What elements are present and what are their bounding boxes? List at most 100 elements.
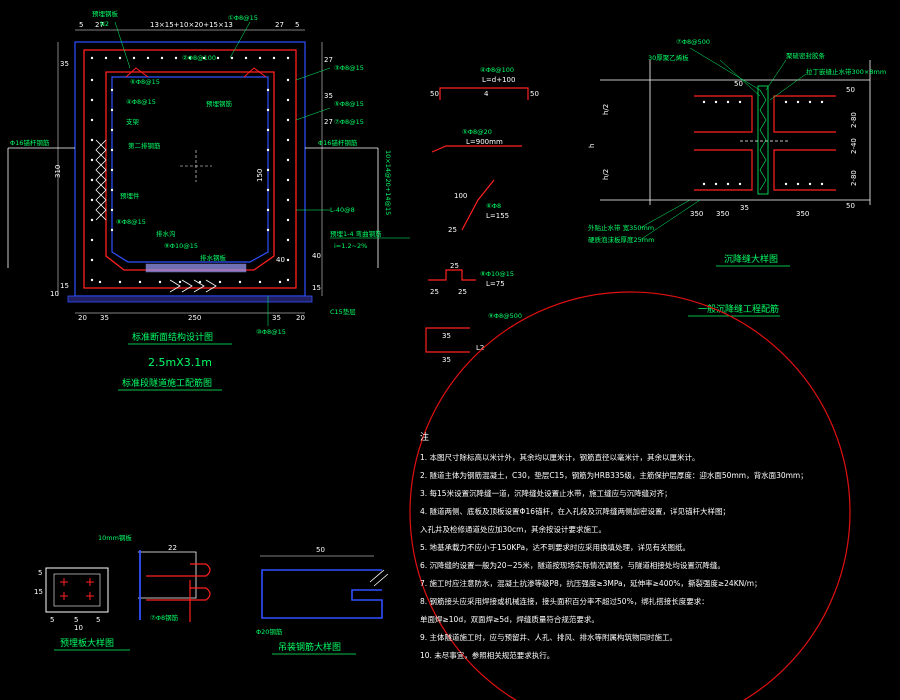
hook-dim-1: Φ20钢筋 [256, 627, 283, 636]
joint-dim-5: 350 [716, 210, 729, 218]
label-n1: ①Φ8@15 [228, 14, 258, 22]
label-inner3: 预埋件 [120, 191, 140, 200]
d3-dim-2: L=155 [486, 212, 509, 220]
joint-detail: ⑦Φ8@500 30厚聚乙烯板 聚硫密封胶条 拉丁嵌缝止水带300×8mm 外贴… [588, 38, 886, 244]
d5-dim-0: 35 [442, 332, 451, 340]
left-bracing [95, 139, 107, 221]
bottom-hatch [145, 263, 247, 273]
label-n9: ⑨Φ10@15 [164, 242, 198, 250]
dim-bot-2: 250 [188, 314, 201, 322]
label-inner6: 排水沟 [156, 229, 176, 238]
outer-rebar [83, 49, 297, 289]
plate-side: 10mm钢板 22 ⑦Φ8钢筋 [98, 533, 211, 622]
dim-left-s2: 10 [50, 290, 59, 298]
dim-150: 150 [256, 169, 264, 182]
rebar-details: ④Φ8@100 L=d+100 50 4 50 ⑤Φ8@20 L=900mm ⑥… [425, 66, 539, 364]
label-inner4: 预埋钢筋 [206, 99, 233, 108]
d4-dim-2: 25 [458, 288, 467, 296]
detail4-shape [428, 269, 476, 281]
note-8: 8. 钢筋接头应采用焊接或机械连接，接头面积百分率不超过50%，绑扎搭接长度要求… [420, 596, 709, 606]
hook-title: 吊装钢筋大样图 [278, 641, 341, 653]
label-n4: ④Φ8@15 [126, 98, 156, 106]
d2-title: ⑤Φ8@20 [462, 128, 492, 136]
label-top1: 预埋钢板 [92, 9, 119, 18]
joint-label-1: 30厚聚乙烯板 [648, 53, 689, 62]
hook-dim-0: 50 [316, 546, 325, 554]
plate-label-2: ⑦Φ8钢筋 [150, 613, 179, 622]
label-inner5: 排水钢板 [200, 253, 227, 262]
joint-rebar-right-bot [773, 149, 836, 191]
joint-dim-10: 2-80 [850, 170, 858, 186]
note-0: 1. 本图尺寸除标高以米计外，其余均以厘米计，钢筋直径以毫米计，其余以厘米计。 [420, 452, 700, 462]
joint-subtitle: 一般沉降缝工程配筋 [698, 303, 779, 315]
joint-label-0: ⑦Φ8@500 [676, 38, 710, 46]
note-11: 10. 未尽事宜，参照相关规范要求执行。 [420, 650, 554, 660]
label-left-bar: Φ16锚杆钢筋 [10, 138, 50, 147]
d1-dim-3: 50 [530, 90, 539, 98]
joint-filler [757, 85, 769, 195]
joint-label-2: 聚硫密封胶条 [786, 51, 826, 60]
note-6: 6. 沉降缝的设置一般为20~25米，隧道按现场实际情况调整，与隧道相接处均设置… [420, 560, 725, 570]
dim-left: 310 [54, 165, 62, 178]
label-n6: ⑥Φ8@15 [130, 78, 160, 86]
joint-rebar-left-top [694, 95, 753, 133]
d5-dim-1: 35 [442, 356, 451, 364]
main-subtitle: 标准段隧道施工配筋图 [122, 377, 212, 389]
plate-dim-0: 5 [50, 616, 54, 624]
plate-dim-5: 15 [34, 588, 43, 596]
d1-dim-0: 50 [430, 90, 439, 98]
dim-right-2: 27 [324, 118, 333, 126]
label-right-vert: 10×14@20+14@15 [384, 150, 392, 215]
hook-detail: 50 Φ20钢筋 [256, 546, 389, 636]
label-n5: ⑤Φ8@15 [334, 100, 364, 108]
dim-top-1: 27 [95, 21, 104, 29]
joint-dim-8: 2-80 [850, 112, 858, 128]
dim-bot-3: 35 [272, 314, 281, 322]
label-right-low2: i=1.2~2% [334, 242, 367, 250]
joint-dim-12: 35 [740, 204, 749, 212]
note-2: 3. 每15米设置沉降缝一道，沉降缝处设置止水带，施工缝应与沉降缝对齐； [420, 488, 672, 498]
plate-label-0: 10mm钢板 [98, 533, 132, 542]
plate-dim-4: 5 [38, 569, 42, 577]
dim-top-4: 5 [295, 21, 299, 29]
d3-dim-0: 100 [454, 192, 467, 200]
d2-len: L=900mm [466, 138, 503, 146]
joint-dim-11: 50 [846, 202, 855, 210]
label-right-bar: Φ16锚杆钢筋 [318, 138, 358, 147]
notes-title: 注 [420, 431, 429, 443]
joint-rebar-left-bot [694, 149, 753, 191]
notes-list: 1. 本图尺寸除标高以米计外，其余均以厘米计，钢筋直径以毫米计，其余以厘米计。 … [420, 452, 808, 660]
dim-top-3: 27 [275, 21, 284, 29]
dim-top-0: 5 [79, 21, 83, 29]
d4-title: ⑧Φ10@15 [480, 270, 514, 278]
note-4: 入孔井及检修通道处应加30cm，其余按设计要求施工。 [420, 524, 606, 534]
hook-shape [261, 569, 383, 619]
joint-label-3: 拉丁嵌缝止水带300×8mm [806, 67, 886, 76]
note-10: 9. 主体隧道施工时，应与预留井、人孔、排风、排水等附属构筑物同时施工。 [420, 632, 677, 642]
note-9: 单面焊≥10d，双面焊≥5d，焊缝质量符合规范要求。 [420, 614, 599, 624]
plate-rect [45, 567, 109, 613]
main-labels: 预埋钢板 N2 ①Φ8@15 ②Φ8@100 ③Φ8@15 ④Φ8@15 ⑤Φ8… [10, 9, 392, 336]
joint-dim-2: h/2 [602, 169, 610, 180]
detail5-shape [425, 327, 470, 353]
highlight-circle [409, 291, 851, 700]
d3-title: ⑥Φ8 [486, 202, 501, 210]
label-n10: ⑩Φ8@15 [256, 328, 286, 336]
rebar-dots [90, 56, 290, 284]
inner-outline [111, 76, 269, 263]
joint-dim-0: 50 [734, 80, 743, 88]
c15-pad [67, 295, 313, 303]
label-n2: ②Φ8@100 [182, 54, 216, 62]
joint-title: 沉降缝大样图 [724, 253, 778, 265]
d1-dim-2: 4 [484, 90, 489, 98]
dim-right-3: 40 [312, 252, 321, 260]
joint-dim-4: 350 [690, 210, 703, 218]
note-5: 5. 地基承载力不应小于150KPa，达不到要求时应采用换填处理，详见有关图纸。 [420, 542, 690, 552]
joint-rebar-right-top [773, 95, 836, 133]
d3-dim-1: 25 [448, 226, 457, 234]
joint-dim-9: 2-40 [850, 138, 858, 154]
dim-left-s1: 15 [60, 282, 69, 290]
label-n3: ③Φ8@15 [334, 64, 364, 72]
detail3-shape [461, 179, 495, 231]
note-7: 7. 施工时应注意防水，混凝土抗渗等级P8，抗压强度≥3MPa，延伸率≥400%… [420, 578, 762, 588]
